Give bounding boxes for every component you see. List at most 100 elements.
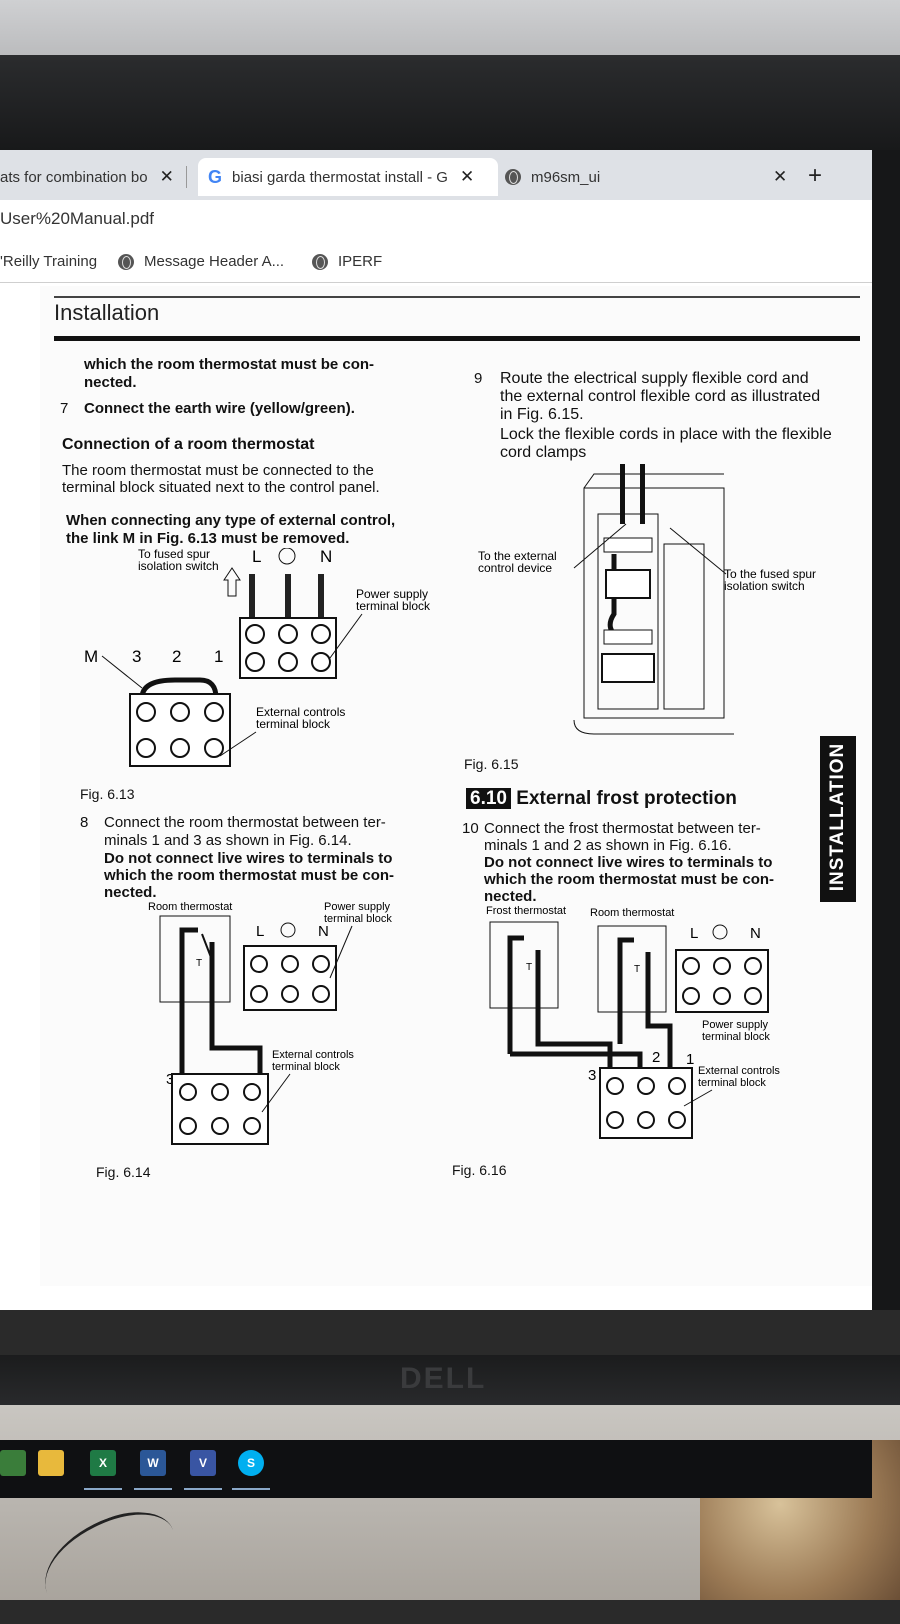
terminal-3-label: 3: [132, 647, 141, 666]
fig-6-13-caption: Fig. 6.13: [80, 786, 135, 802]
excel-icon[interactable]: X: [90, 1450, 116, 1476]
fused-spur-label-2: isolation switch: [138, 559, 219, 573]
heading-6-10-title: External frost protection: [516, 788, 737, 809]
word-icon[interactable]: W: [140, 1450, 166, 1476]
bookmarks-bar: 'Reilly Training Message Header A... IPE…: [0, 244, 872, 283]
close-icon[interactable]: ✕: [159, 167, 174, 186]
step-10-line-4: which the room thermostat must be con-: [484, 871, 775, 888]
left-continued-line-2: nected.: [84, 374, 137, 391]
figure-6-15: To the external control device To the fu…: [478, 464, 816, 735]
room-wires: [617, 937, 673, 1068]
cord-clamp-1: [603, 537, 653, 553]
psu-leader-line: [329, 613, 363, 659]
terminal-N-label: N: [320, 548, 332, 566]
url-text[interactable]: User%20Manual.pdf: [0, 209, 155, 228]
side-tab-label: INSTALLATION: [827, 742, 848, 892]
step-9-number: 9: [474, 370, 483, 387]
external-controls-terminal-block: [171, 1073, 269, 1145]
frost-T-label: T: [526, 962, 532, 973]
terminal-L-label: L: [252, 548, 261, 566]
word-active-indicator: [134, 1488, 172, 1490]
bookmark-message-header[interactable]: Message Header A...: [118, 253, 284, 270]
file-explorer-icon[interactable]: [38, 1450, 64, 1476]
globe-icon: [118, 253, 134, 270]
link-M-wire: [139, 677, 219, 699]
terminal-2-label: 2: [652, 1049, 660, 1066]
app-icon[interactable]: [0, 1450, 26, 1476]
step-9-line-5: cord clamps: [500, 444, 587, 461]
room-thermostat-label: Room thermostat: [590, 907, 674, 919]
fig-6-16-caption: Fig. 6.16: [452, 1162, 507, 1178]
globe-icon: [505, 169, 521, 185]
ext-leader-line: [683, 1089, 713, 1107]
heading-6-10-number: 6.10: [466, 788, 511, 809]
address-bar[interactable]: User%20Manual.pdf: [0, 200, 872, 245]
fused-spur-label: To the fused spur: [724, 567, 816, 581]
figure-6-13: To fused spur isolation switch L N Power…: [84, 548, 431, 767]
external-device-label: To the external: [478, 549, 557, 563]
step-8-line-2: minals 1 and 3 as shown in Fig. 6.14.: [104, 832, 352, 849]
ext-controls-label: External controls: [256, 705, 345, 719]
control-cord: [640, 464, 645, 524]
frost-wires: [507, 935, 613, 1068]
bookmark-oreilly-training[interactable]: 'Reilly Training: [0, 253, 97, 270]
thermostat-T-label: T: [196, 958, 202, 969]
control-panel: [597, 513, 659, 710]
room-T-label: T: [634, 964, 640, 975]
google-icon: G: [208, 166, 223, 187]
ext-controls-label-2: terminal block: [272, 1061, 340, 1073]
terminal-1-label: 1: [214, 647, 223, 666]
pdf-page: Installation which the room thermostat m…: [40, 286, 872, 1286]
close-icon[interactable]: ✕: [459, 167, 475, 186]
tab-google-search[interactable]: G biasi garda thermostat install - G ✕: [198, 158, 498, 196]
step-9-line-3: in Fig. 6.15.: [500, 406, 584, 423]
tab-combination-boiler[interactable]: ats for combination bo ✕: [0, 158, 178, 196]
section-title: Installation: [54, 300, 160, 325]
step-9-line-1: Route the electrical supply flexible cor…: [500, 370, 809, 387]
step-10-line-2: minals 1 and 2 as shown in Fig. 6.16.: [484, 837, 732, 854]
bookmark-label: Message Header A...: [144, 253, 285, 270]
terminal-L-label: L: [256, 923, 264, 940]
globe-icon: [312, 253, 328, 270]
boiler-casing: [583, 487, 725, 719]
power-supply-terminal-block: [675, 949, 769, 1013]
left-continued-line-1: which the room thermostat must be con-: [84, 356, 375, 373]
skype-icon[interactable]: S: [238, 1450, 264, 1476]
psu-leader-line: [329, 925, 353, 979]
step-9-line-4: Lock the flexible cords in place with th…: [500, 426, 832, 443]
external-device-label-2: control device: [478, 561, 552, 575]
excel-active-indicator: [84, 1488, 122, 1490]
casing-bottom: [573, 719, 734, 735]
thermostat-wires: [179, 927, 263, 1074]
close-icon[interactable]: ✕: [773, 167, 788, 186]
live-wire: [249, 574, 255, 622]
figure-6-14: Room thermostat Power supply terminal bl…: [148, 901, 392, 1145]
step-8-line-4: which the room thermostat must be con-: [104, 867, 395, 884]
room-thermostat-box: [597, 925, 667, 1013]
power-supply-terminal-block: [239, 617, 337, 679]
room-thermostat-box: [159, 915, 231, 1003]
step-10-line-3: Do not connect live wires to terminals t…: [484, 854, 773, 871]
new-tab-button[interactable]: +: [808, 162, 823, 189]
tab-m96sm-ui[interactable]: m96sm_ui ✕: [505, 158, 791, 196]
ext-controls-label-2: terminal block: [698, 1077, 766, 1089]
step-10-line-1: Connect the frost thermostat between ter…: [484, 820, 761, 837]
visio-icon[interactable]: V: [190, 1450, 216, 1476]
external-leader-line: [573, 523, 627, 569]
earth-symbol-icon: [280, 922, 296, 938]
frost-thermostat-box: [489, 921, 559, 1009]
link-M-label: M: [84, 647, 98, 666]
terminal-3-label: 3: [588, 1067, 596, 1084]
bookmark-iperf[interactable]: IPERF: [312, 253, 382, 270]
visio-active-indicator: [184, 1488, 222, 1490]
neutral-wire: [318, 574, 324, 622]
room-thermostat-para-2: terminal block situated next to the cont…: [62, 479, 380, 496]
terminal-2-label: 2: [172, 647, 181, 666]
installation-side-tab: INSTALLATION: [820, 736, 856, 902]
step-10-number: 10: [462, 820, 479, 837]
section-rule: [54, 336, 860, 341]
step-7-number: 7: [60, 400, 69, 417]
power-supply-terminal-block: [243, 945, 337, 1011]
fused-leader-line: [669, 527, 727, 575]
tab-title: m96sm_ui: [531, 168, 601, 186]
